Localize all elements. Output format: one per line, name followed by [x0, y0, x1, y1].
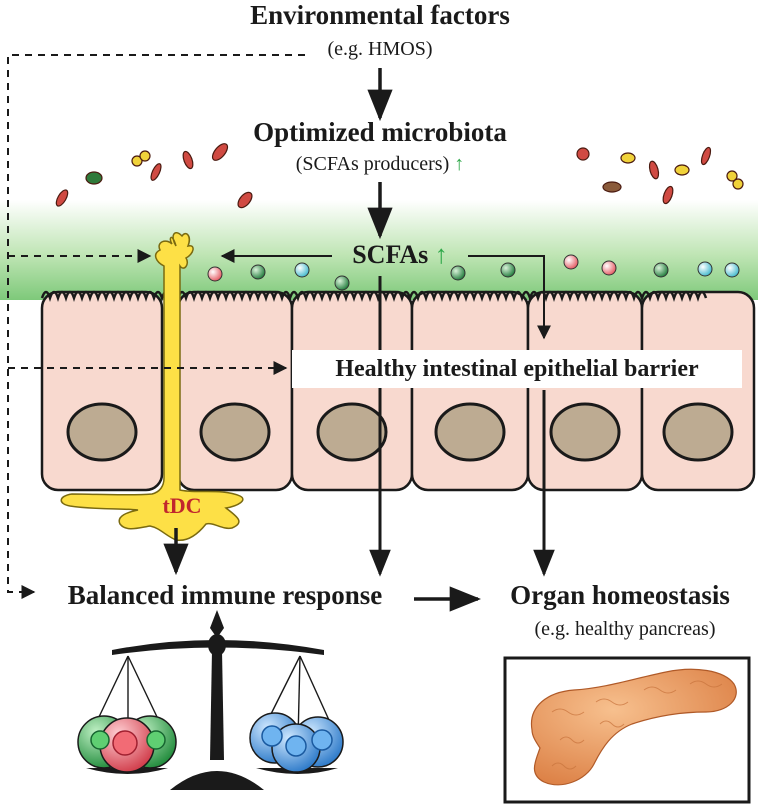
scfa-molecule [334, 275, 350, 291]
scfa-molecule [207, 266, 223, 282]
scfa-molecule [601, 260, 617, 276]
bacterium [732, 178, 744, 190]
bacterium [182, 150, 194, 170]
bacterium [576, 147, 590, 161]
dendritic-cell-icon [60, 232, 244, 542]
healthy-barrier-label: Healthy intestinal epithelial barrier [292, 350, 742, 388]
up-arrow-icon: ↑ [434, 240, 448, 269]
bacterium [150, 163, 162, 181]
scfa-molecule-icon [207, 254, 740, 291]
dashed-line-main [7, 54, 305, 599]
organ-homeostasis-title: Organ homeostasis [510, 580, 730, 610]
nucleus [549, 402, 621, 462]
bacterium [55, 189, 69, 207]
scfa-molecule [250, 264, 266, 280]
bacterium [139, 150, 151, 162]
up-arrow-icon: ↑ [454, 153, 465, 175]
scale-finial [210, 610, 224, 638]
tdc-label: tDC [162, 493, 202, 518]
bacterium [648, 160, 660, 180]
scfas-label: SCFAs ↑ [332, 240, 468, 270]
scfa-molecule [450, 265, 466, 281]
nuclei [66, 402, 734, 462]
nucleus [199, 402, 271, 462]
solid-arrows [163, 68, 555, 612]
bacterium [602, 181, 622, 193]
bacterium [620, 152, 636, 164]
bacterium [700, 146, 712, 166]
bacterium [237, 191, 253, 209]
scfa-molecule [294, 262, 310, 278]
scale-post [210, 650, 224, 760]
bacterium [674, 164, 690, 176]
nucleus [316, 402, 388, 462]
scfas-text: SCFAs [352, 240, 429, 269]
environmental-factors-example: (e.g. HMOS) [327, 38, 433, 60]
bacterium [211, 143, 229, 161]
scfa-producers-label: (SCFAs producers) [295, 153, 450, 175]
t-cell-icon [249, 712, 344, 773]
scale-base [170, 771, 264, 790]
nucleus [66, 402, 138, 462]
epithelium [40, 290, 756, 492]
nucleus [434, 402, 506, 462]
bacteria-icon [55, 143, 744, 209]
scfa-molecule [697, 261, 713, 277]
organ-homeostasis-example: (e.g. healthy pancreas) [534, 618, 716, 640]
bacterium [85, 171, 103, 185]
environmental-factors-title: Environmental factors [250, 0, 510, 30]
scfa-molecule [500, 262, 516, 278]
balanced-immune-response-label: Balanced immune response [67, 580, 383, 610]
pancreas-icon [530, 668, 737, 786]
bacterium [662, 185, 674, 205]
scfa-molecule [724, 262, 740, 278]
pancreas-texture [551, 680, 723, 770]
scfa-molecule [653, 262, 669, 278]
dashed-connectors [7, 54, 305, 599]
microbiota-subtitle: (SCFAs producers) ↑ [220, 153, 540, 176]
nucleus [662, 402, 734, 462]
bacterium [131, 155, 143, 167]
optimized-microbiota-title: Optimized microbiota [253, 117, 507, 147]
arrow-scfas-to-barrier [468, 255, 551, 340]
t-cell-icon [77, 715, 177, 773]
microvilli [40, 290, 708, 302]
bacterium [726, 170, 738, 182]
scfa-molecule [563, 254, 579, 270]
